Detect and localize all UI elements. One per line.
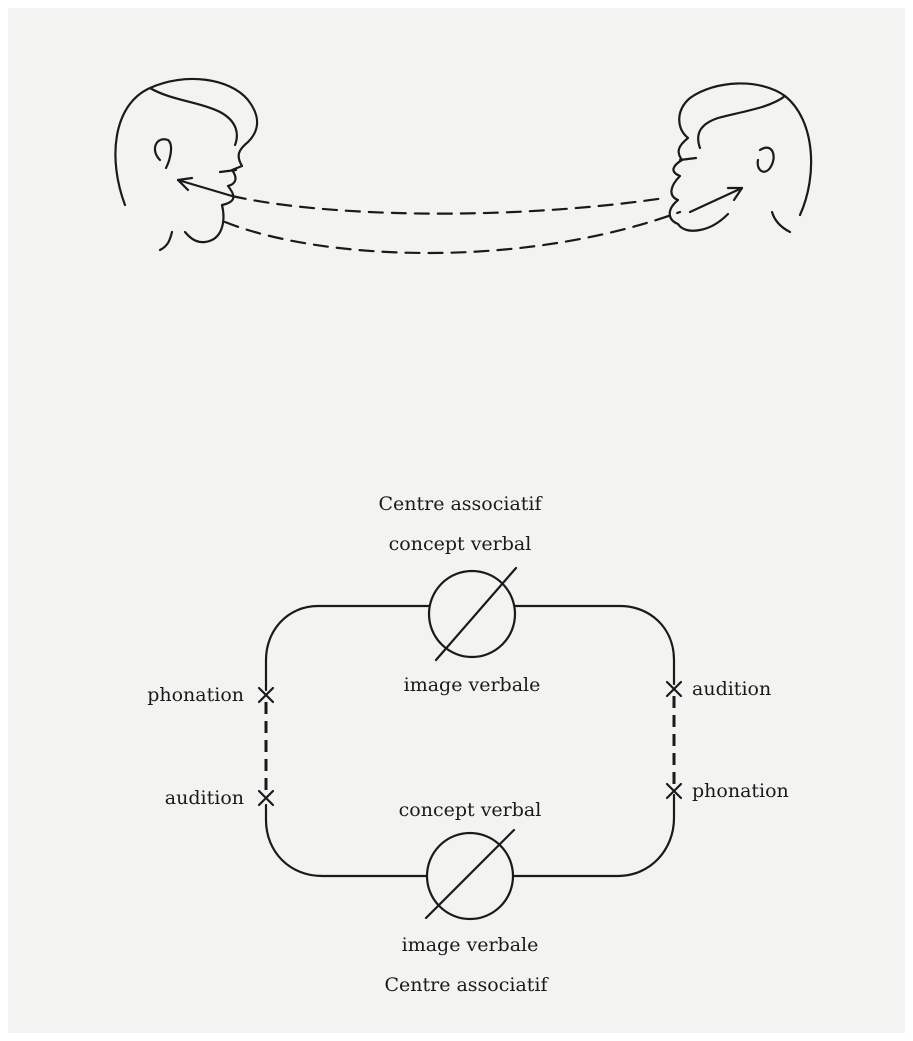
right-arrow-shaft bbox=[688, 186, 744, 214]
left-lower-x-marker bbox=[257, 789, 275, 807]
left-arrowhead bbox=[176, 176, 194, 192]
bottom-image-label: image verbale bbox=[402, 934, 539, 956]
left-lower-connection bbox=[264, 803, 429, 878]
bottom-centre-title: Centre associatif bbox=[384, 974, 549, 996]
figure-page bbox=[8, 8, 905, 1033]
bottom-concept-label: concept verbal bbox=[399, 799, 542, 821]
left-head-illustration bbox=[114, 77, 259, 252]
left-head-hair bbox=[148, 86, 238, 147]
right-head-neck bbox=[770, 210, 792, 234]
right-lower-x-marker bbox=[665, 782, 683, 800]
right-head-hair bbox=[697, 94, 787, 150]
right-upper-x-marker bbox=[665, 680, 683, 698]
left-audition-label: audition bbox=[165, 787, 244, 809]
right-head-outline bbox=[668, 82, 813, 232]
right-lower-connection bbox=[511, 793, 676, 878]
right-audition-label: audition bbox=[692, 678, 771, 700]
left-ear bbox=[153, 138, 173, 170]
top-centre-diagonal bbox=[434, 566, 518, 662]
right-phonation-label: phonation bbox=[692, 780, 789, 802]
bottom-associative-centre-circle bbox=[425, 831, 515, 921]
left-eye bbox=[218, 168, 238, 174]
top-concept-label: concept verbal bbox=[389, 533, 532, 555]
left-head-neck bbox=[158, 230, 174, 252]
upper-sound-path bbox=[230, 194, 667, 215]
left-phonation-label: phonation bbox=[147, 684, 244, 706]
bottom-centre-diagonal bbox=[424, 828, 516, 920]
right-eye bbox=[678, 156, 698, 162]
left-head-outline bbox=[114, 77, 259, 244]
lower-sound-path bbox=[223, 210, 682, 255]
right-arrowhead bbox=[726, 186, 744, 202]
left-arrow-shaft bbox=[176, 178, 234, 198]
left-upper-x-marker bbox=[257, 686, 275, 704]
right-head-illustration bbox=[668, 82, 813, 234]
right-ear bbox=[756, 146, 775, 173]
top-centre-title: Centre associatif bbox=[378, 493, 543, 515]
top-image-label: image verbale bbox=[404, 674, 541, 696]
right-upper-connection bbox=[513, 604, 676, 686]
top-associative-centre-circle bbox=[427, 569, 517, 659]
left-upper-connection bbox=[264, 604, 431, 692]
